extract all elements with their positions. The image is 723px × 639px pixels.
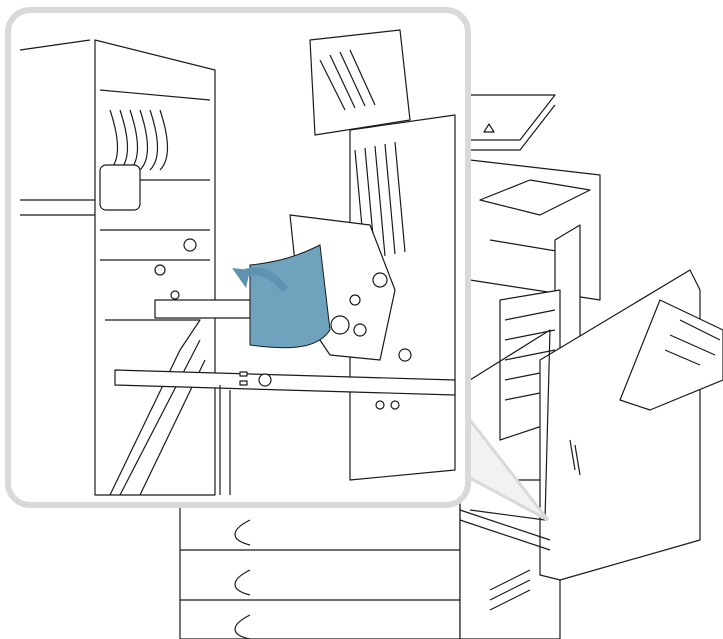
- door-tray: [619, 299, 723, 411]
- jammed-paper: [249, 244, 331, 349]
- tray-handles: [234, 519, 251, 639]
- printer-body: [179, 94, 723, 639]
- door-rails: [459, 509, 551, 551]
- left-bar: [154, 299, 251, 319]
- callout-zoom-view: [5, 7, 471, 508]
- horizontal-rail: [114, 369, 456, 396]
- arrow-head: [232, 268, 250, 288]
- caution-triangle-icon: [483, 123, 495, 133]
- upper-unit: [309, 29, 411, 136]
- paper-trays: [179, 499, 461, 639]
